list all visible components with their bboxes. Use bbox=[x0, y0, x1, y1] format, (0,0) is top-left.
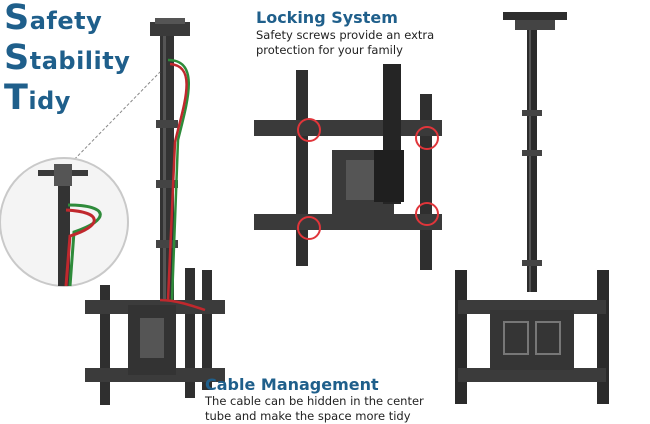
locking-system-desc-line1: Safety screws provide an extra bbox=[256, 28, 435, 42]
slogan-line-tidy: Tidy bbox=[4, 80, 184, 120]
slogan-initial: T bbox=[4, 78, 29, 118]
right-mount-illustration bbox=[455, 12, 609, 404]
slogan-line-safety: Safety bbox=[4, 0, 184, 40]
slogan-initial: S bbox=[4, 38, 30, 78]
locking-system-title: Locking System bbox=[256, 8, 398, 27]
slogan-rest: tability bbox=[29, 47, 131, 75]
cable-management-desc-line1: The cable can be hidden in the center bbox=[205, 394, 424, 408]
slogan-initial: S bbox=[4, 0, 30, 38]
locking-system-illustration bbox=[254, 64, 442, 270]
slogan: Safety Stability Tidy bbox=[4, 0, 184, 120]
cable-zoom-inset bbox=[0, 71, 161, 287]
left-mount-illustration bbox=[85, 18, 225, 405]
cable-management-desc-line2: tube and make the space more tidy bbox=[205, 409, 411, 423]
cable-management-title: Cable Management bbox=[205, 375, 379, 394]
slogan-rest: afety bbox=[29, 7, 103, 35]
slogan-rest: idy bbox=[28, 87, 71, 115]
slogan-line-stability: Stability bbox=[4, 40, 184, 80]
locking-system-desc-line2: protection for your family bbox=[256, 43, 403, 57]
